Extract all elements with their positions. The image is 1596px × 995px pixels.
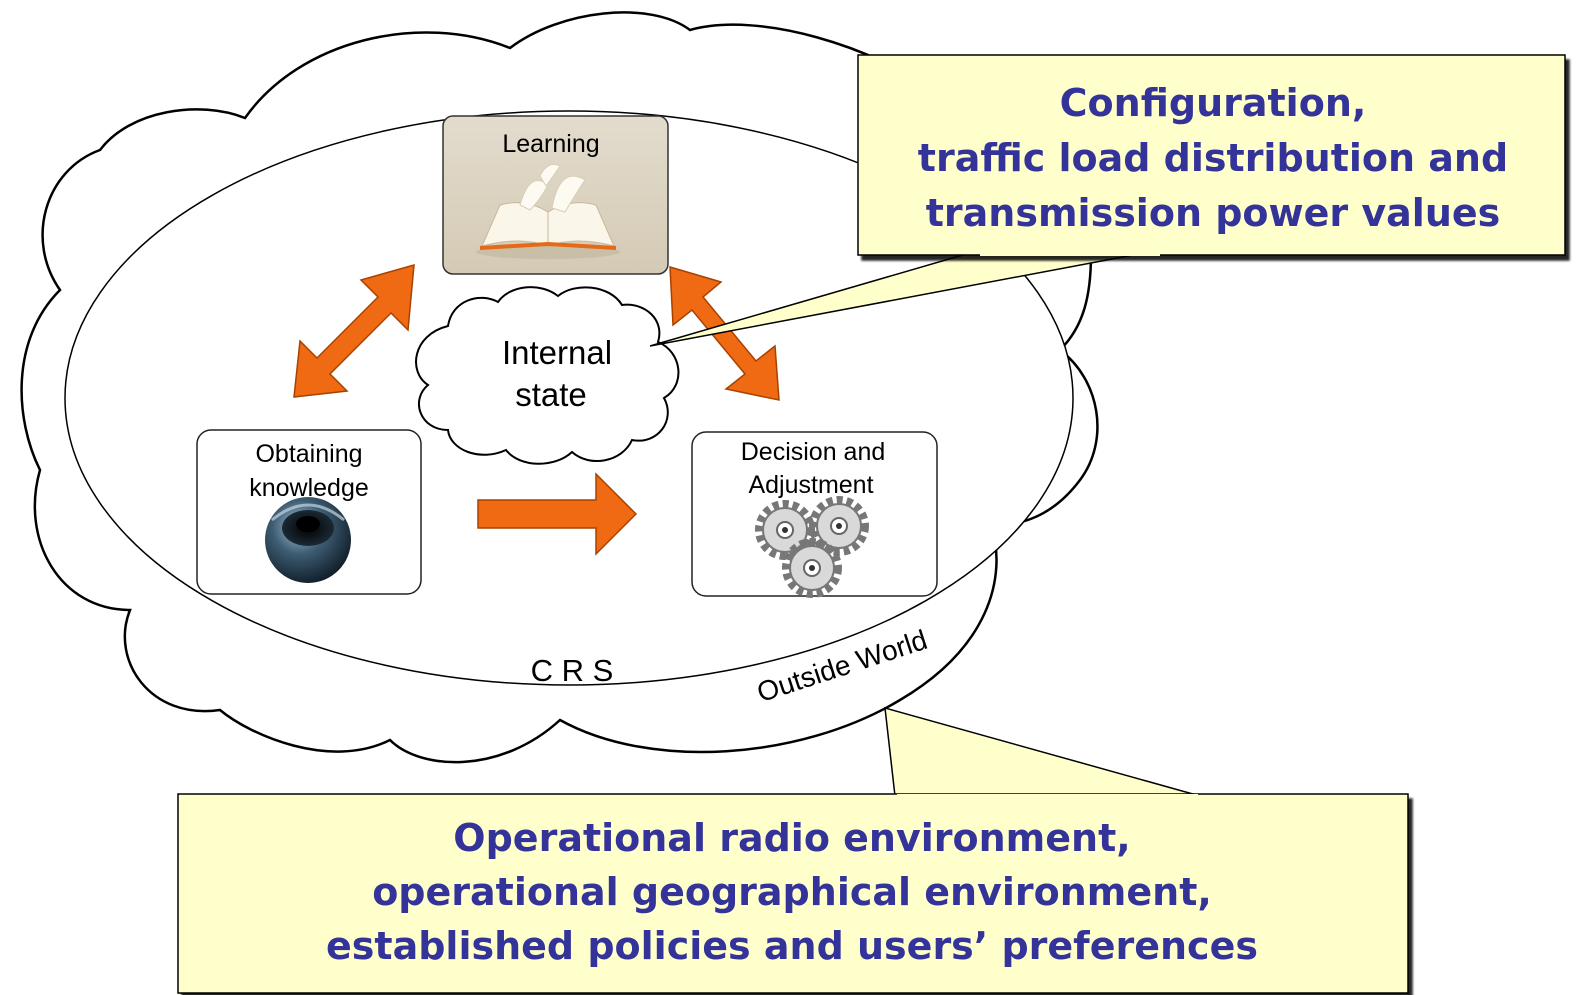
top-callout-line1: Configuration, [1060,81,1367,125]
eye-sphere-icon [265,497,351,583]
top-callout-line2: traffic load distribution and [918,136,1508,180]
top-callout-line3: transmission power values [926,191,1501,235]
book-icon [476,163,620,259]
crs-label: C R S [531,653,614,688]
internal-state-cloud [415,286,680,465]
decision-label-line1: Decision and [741,438,886,466]
gears-icon [755,496,869,598]
internal-state-line2: state [515,376,587,413]
arrow-learning-obtaining [293,263,415,398]
obtaining-label-line1: Obtaining [255,440,362,468]
arrow-learning-decision [669,265,780,401]
learning-label: Learning [502,130,599,158]
internal-state-line1: Internal [502,334,612,371]
bottom-callout [177,793,1409,994]
arrow-obtaining-decision [477,472,638,556]
bottom-callout-line3: established policies and users’ preferen… [326,924,1258,968]
bottom-callout-line2: operational geographical environment, [372,870,1212,914]
bottom-callout-line1: Operational radio environment, [453,816,1130,860]
bottom-callout-pointer [884,706,1201,797]
decision-label-line2: Adjustment [748,471,873,499]
top-callout [857,54,1566,256]
